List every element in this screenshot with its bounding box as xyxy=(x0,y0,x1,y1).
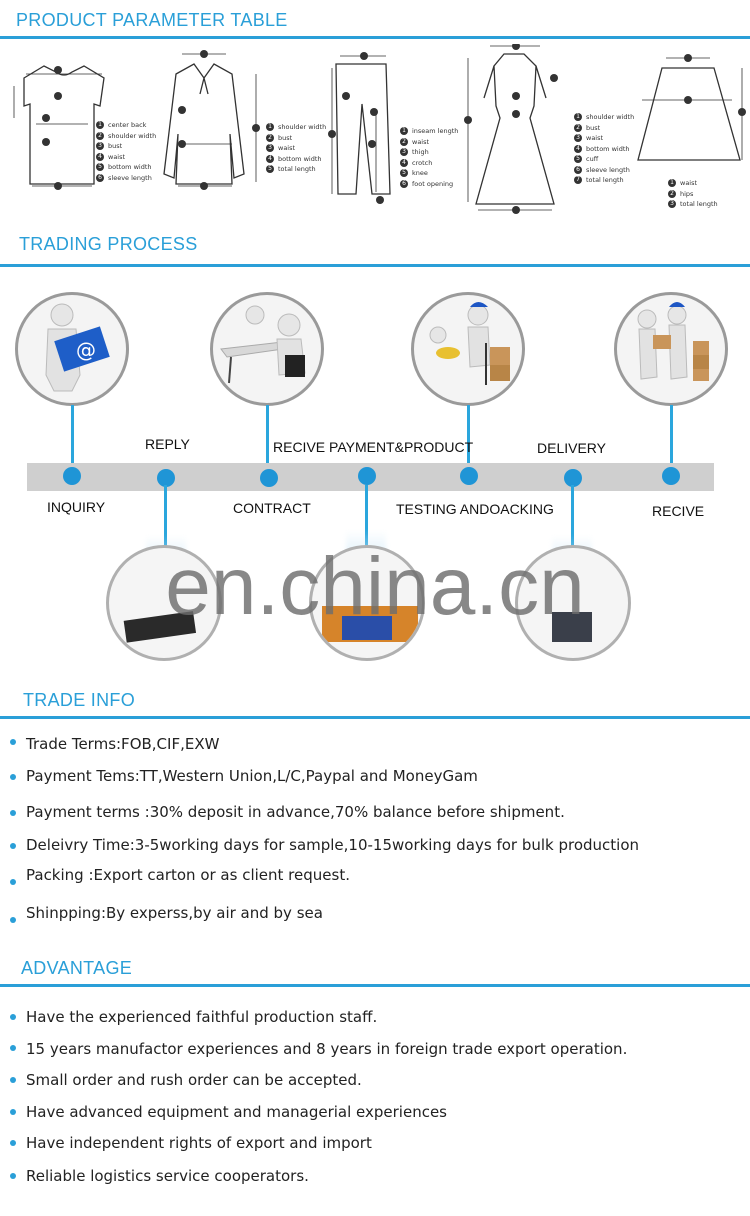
section-title: TRADE INFO xyxy=(23,690,136,710)
step-label-payment: RECIVE PAYMENT&PRODUCT xyxy=(273,439,474,455)
meeting-table-icon xyxy=(210,292,324,406)
watermark: en.china.cn xyxy=(165,541,585,632)
step-label-recive: RECIVE xyxy=(652,503,705,519)
section-title: PRODUCT PARAMETER TABLE xyxy=(16,10,288,30)
bullet xyxy=(10,1109,16,1115)
step-label-inquiry: INQUIRY xyxy=(47,499,106,515)
list-item: Reliable logistics service cooperators. xyxy=(26,1167,309,1185)
tshirt-outline xyxy=(23,65,105,185)
handover-delivery-icon xyxy=(614,292,728,406)
list-item: Trade Terms:FOB,CIF,EXW xyxy=(26,735,220,753)
payment-box-image xyxy=(309,545,425,661)
package-image xyxy=(515,545,631,661)
bullet xyxy=(10,917,16,923)
step-dot xyxy=(564,469,582,487)
section-divider xyxy=(0,264,750,267)
bullet xyxy=(10,1045,16,1051)
connector-line xyxy=(71,405,74,467)
section-divider xyxy=(0,984,750,987)
step-label-contract: CONTRACT xyxy=(233,500,311,516)
list-item: Payment terms :30% deposit in advance,70… xyxy=(26,803,565,821)
step-dot xyxy=(358,467,376,485)
bullet xyxy=(10,1173,16,1179)
bullet xyxy=(10,843,16,849)
step-dot xyxy=(157,469,175,487)
connector-line xyxy=(571,485,574,547)
list-item: Deleivry Time:3-5working days for sample… xyxy=(26,836,640,854)
step-dot xyxy=(260,469,278,487)
dress-outline xyxy=(475,53,555,205)
bullet xyxy=(10,810,16,816)
step-label-testing: TESTING ANDOACKING xyxy=(396,501,554,517)
step-dot xyxy=(63,467,81,485)
list-item: Shinpping:By experss,by air and by sea xyxy=(26,904,323,922)
section-title: ADVANTAGE xyxy=(21,958,133,978)
keyboard-image xyxy=(106,545,222,661)
step-dot xyxy=(460,467,478,485)
email-person-icon: @ xyxy=(15,292,129,406)
skirt-outline xyxy=(637,67,741,161)
connector-line xyxy=(670,405,673,467)
list-item: Have advanced equipment and managerial e… xyxy=(26,1103,447,1121)
garment-measurement-diagrams xyxy=(13,44,746,214)
pants-outline xyxy=(335,63,391,195)
section-divider xyxy=(0,716,750,719)
section-title: TRADING PROCESS xyxy=(19,234,198,254)
list-item: Have the experienced faithful production… xyxy=(26,1008,378,1026)
bullet xyxy=(10,1140,16,1146)
blouse-outline xyxy=(163,63,245,185)
section-divider xyxy=(0,36,750,39)
connector-line xyxy=(467,405,470,467)
bullet xyxy=(10,879,16,885)
step-label-delivery: DELIVERY xyxy=(537,440,606,456)
connector-line xyxy=(365,485,368,547)
step-dot xyxy=(662,467,680,485)
list-item: Packing :Export carton or as client requ… xyxy=(26,866,350,884)
bullet xyxy=(10,739,16,745)
bullet xyxy=(10,774,16,780)
connector-line xyxy=(164,485,167,547)
list-item: Payment Tems:TT,Western Union,L/C,Paypal… xyxy=(26,767,478,785)
bullet xyxy=(10,1014,16,1020)
list-item: Small order and rush order can be accept… xyxy=(26,1071,362,1089)
list-item: 15 years manufactor experiences and 8 ye… xyxy=(26,1040,628,1058)
bullet xyxy=(10,1077,16,1083)
step-label-reply: REPLY xyxy=(145,436,190,452)
svg-text:@: @ xyxy=(76,338,96,362)
list-item: Have independent rights of export and im… xyxy=(26,1134,372,1152)
connector-line xyxy=(266,405,269,467)
cargo-inspection-icon xyxy=(411,292,525,406)
